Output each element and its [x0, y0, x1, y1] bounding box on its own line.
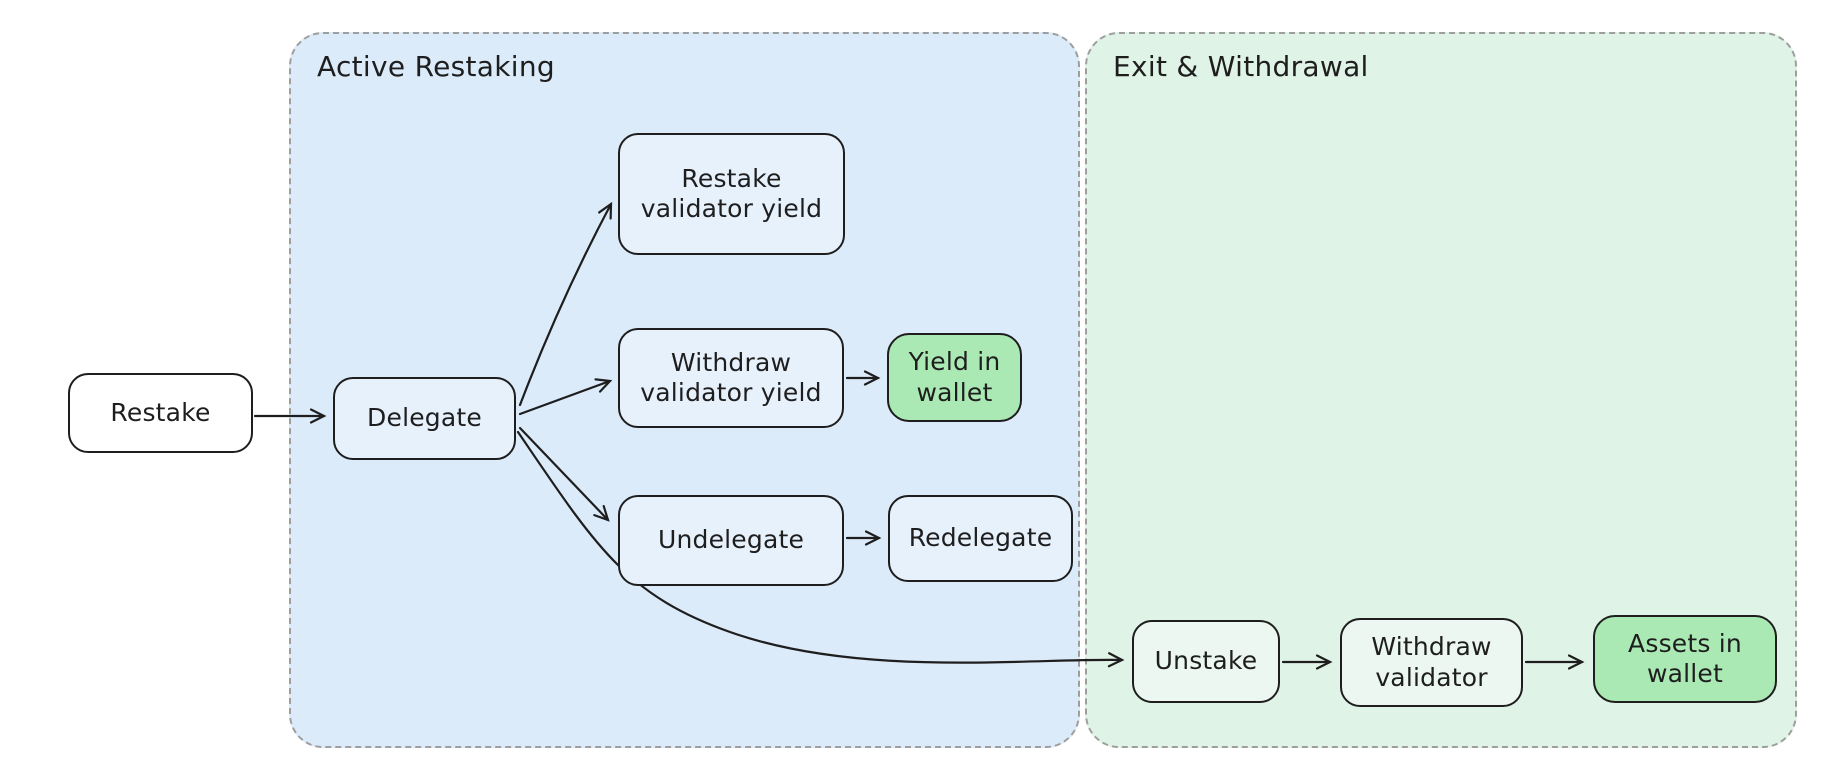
node-unstake: Unstake: [1132, 620, 1280, 703]
node-withdraw-validator: Withdraw validator: [1340, 618, 1523, 707]
section-active-restaking-label: Active Restaking: [317, 50, 555, 83]
node-yield-in-wallet: Yield in wallet: [887, 333, 1022, 422]
node-withdraw-validator-yield: Withdraw validator yield: [618, 328, 844, 428]
node-undelegate: Undelegate: [618, 495, 844, 586]
node-restake-validator-yield: Restake validator yield: [618, 133, 845, 255]
node-delegate: Delegate: [333, 377, 516, 460]
node-redelegate: Redelegate: [888, 495, 1073, 582]
node-assets-in-wallet: Assets in wallet: [1593, 615, 1777, 703]
section-exit-withdrawal-label: Exit & Withdrawal: [1113, 50, 1369, 83]
node-restake: Restake: [68, 373, 253, 453]
